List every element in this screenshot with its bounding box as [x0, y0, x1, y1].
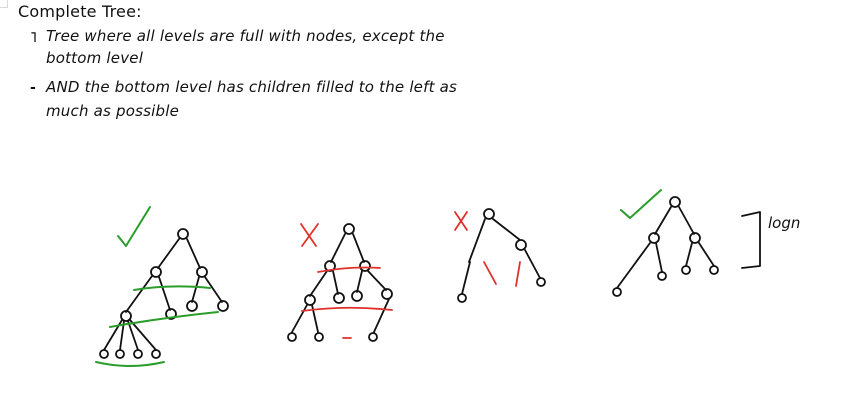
check-mark-icon	[117, 206, 151, 247]
log-n-annotation: logn	[768, 214, 800, 232]
tree-2-not-complete	[287, 223, 393, 342]
check-mark-icon	[620, 189, 662, 219]
bullet-2-line-1: AND the bottom level has children filled…	[46, 78, 458, 96]
tree-3-not-complete	[454, 208, 546, 303]
note-title: Complete Tree:	[18, 2, 142, 21]
bullet-marker-2: -	[30, 80, 36, 96]
bullet-1-line-2: bottom level	[46, 49, 144, 67]
tree-4-complete: logn	[612, 189, 800, 297]
cross-mark-icon	[454, 211, 468, 231]
page-corner	[0, 0, 8, 8]
bullet-marker-1: ˥	[30, 30, 37, 46]
tree-1-complete	[95, 206, 229, 367]
bullet-2-line-2: much as possible	[46, 102, 180, 120]
cross-mark-icon	[300, 223, 319, 247]
bullet-1-line-1: Tree where all levels are full with node…	[46, 27, 445, 45]
